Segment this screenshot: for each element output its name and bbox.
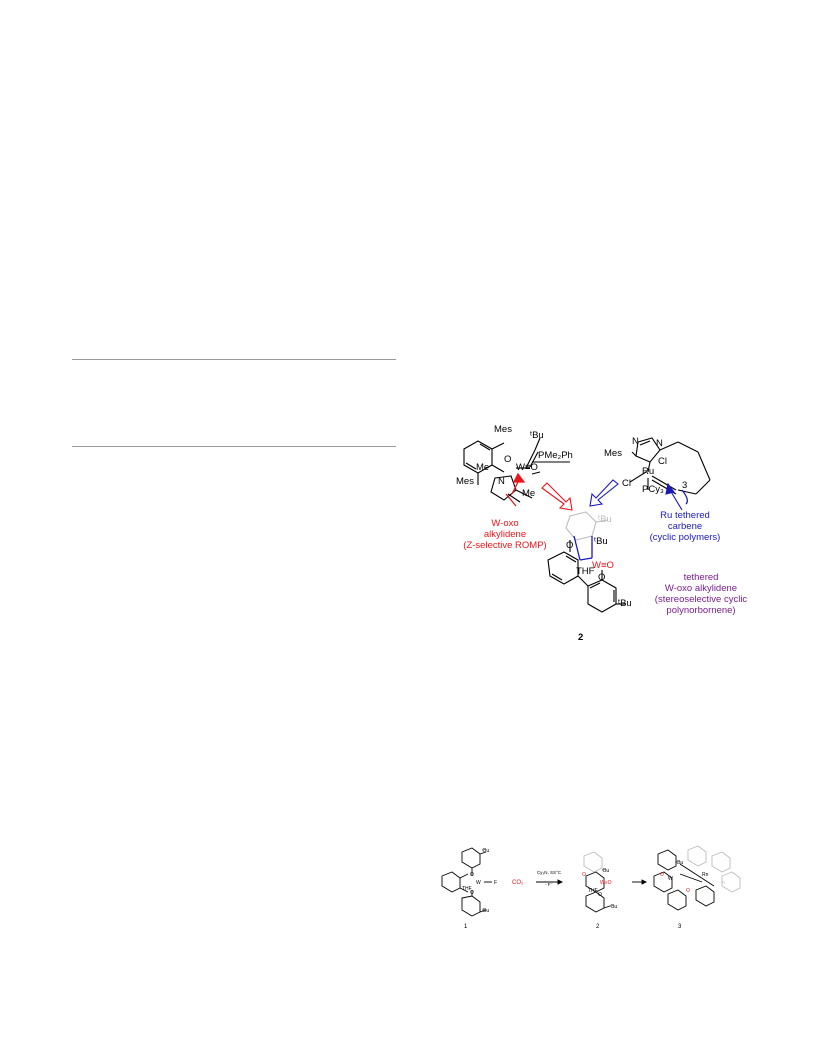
c3-n: n	[722, 880, 725, 886]
c1-tbu-bottom: ᵗBu	[482, 908, 490, 914]
atom-mes-top: Mes	[494, 424, 512, 435]
caption-line: W-oxo	[491, 518, 519, 529]
c2-tbu-bottom: ᵗBu	[610, 904, 618, 910]
atom-mes-right: Mes	[604, 448, 622, 459]
c1-o1: O	[470, 872, 474, 878]
figure-1-bonds	[463, 437, 711, 613]
atom-w-oxo-left: W≡O	[516, 462, 538, 473]
caption-line: (cyclic polymers)	[649, 532, 721, 543]
atom-cl1: Cl	[658, 456, 667, 467]
c1-thf: THF	[462, 886, 472, 892]
c3-tbu: ᵗBu	[676, 860, 684, 866]
atom-me-left: Me	[476, 462, 490, 473]
atom-ru: Ru	[642, 466, 655, 477]
caption-tethered-w-oxo: tethered W-oxo alkylidene (stereoselecti…	[646, 572, 756, 616]
caption-line: tethered	[683, 572, 719, 583]
rule-top	[72, 359, 396, 360]
c1-w: W	[476, 880, 481, 886]
atom-me-right: Me	[522, 488, 536, 499]
figure-2: ᵗBu O W F THF O ᵗBu 1 CO₂ Cy₃N, SS°C - F…	[432, 845, 752, 936]
condition-line: - F⁻	[545, 882, 553, 887]
c2-tbu-top: ᵗBu	[602, 868, 610, 874]
c3-w: W	[668, 876, 673, 882]
condition-line: Cy₃N, SS°C	[536, 870, 562, 875]
atom-o-left: O	[504, 454, 512, 465]
atom-n-left: N	[498, 476, 505, 487]
caption-line: (Z-selective ROMP)	[463, 540, 547, 551]
atom-subscript-3: 3	[682, 480, 688, 491]
caption-line: alkylidene	[483, 529, 527, 540]
c2-o: O	[582, 872, 586, 878]
caption-ru-tethered-carbene: Ru tethered carbene (cyclic polymers)	[640, 510, 730, 543]
c3-o2: O	[686, 888, 690, 894]
c1-o2: O	[470, 890, 474, 896]
caption-line: (stereoselective cyclic	[654, 594, 748, 605]
atom-pme2ph: PMe₂Ph	[538, 450, 573, 461]
compound-number-3: 3	[678, 924, 682, 930]
compound-number-2b: 2	[596, 924, 600, 930]
caption-line: Ru tethered	[660, 510, 710, 521]
c3-o: O	[660, 872, 664, 878]
c2-o2: O	[598, 892, 602, 898]
atom-n1-right: N	[632, 436, 639, 447]
c3-rn: Rn	[702, 872, 709, 878]
reagent-co2: CO₂	[512, 880, 524, 886]
c2-w-oxo: W≡O	[600, 880, 612, 886]
caption-line: W-oxo alkylidene	[664, 583, 738, 594]
atom-tbu-faded: ᵗBu	[598, 514, 612, 525]
atom-cl2: Cl	[622, 478, 631, 489]
caption-line: polynorbornene)	[666, 605, 736, 616]
atom-thf: THF	[576, 566, 595, 577]
atom-o-bottom-center: O	[598, 572, 606, 583]
figure-2-bonds	[441, 845, 741, 917]
rule-bottom	[72, 446, 396, 447]
compound-number-1: 1	[464, 924, 468, 930]
arrow-conditions: Cy₃N, SS°C - F⁻	[532, 870, 566, 888]
c1-f: F	[494, 880, 498, 886]
atom-o-top-center: O	[566, 540, 574, 551]
atom-n2-right: N	[656, 438, 663, 449]
atom-w-oxo-center: W≡O	[592, 560, 614, 571]
atom-pcy3: PCy₃	[642, 484, 664, 495]
atom-tbu-center: ᵗBu	[594, 536, 608, 547]
c2-thf: THF	[588, 888, 598, 894]
caption-line: carbene	[667, 521, 703, 532]
compound-number-2: 2	[578, 632, 584, 643]
atom-mes-bottom: Mes	[456, 476, 474, 487]
c1-tbu-top: ᵗBu	[482, 848, 490, 854]
caption-w-oxo-alkylidene: W-oxo alkylidene (Z-selective ROMP)	[460, 518, 550, 551]
atom-tbu-left: ᵗBu	[530, 430, 544, 441]
figure-1: Mes ᵗBu O PMe₂Ph Me W≡O Mes N Me W-oxo a…	[420, 410, 760, 660]
atom-tbu-bottom: ᵗBu	[618, 598, 632, 609]
